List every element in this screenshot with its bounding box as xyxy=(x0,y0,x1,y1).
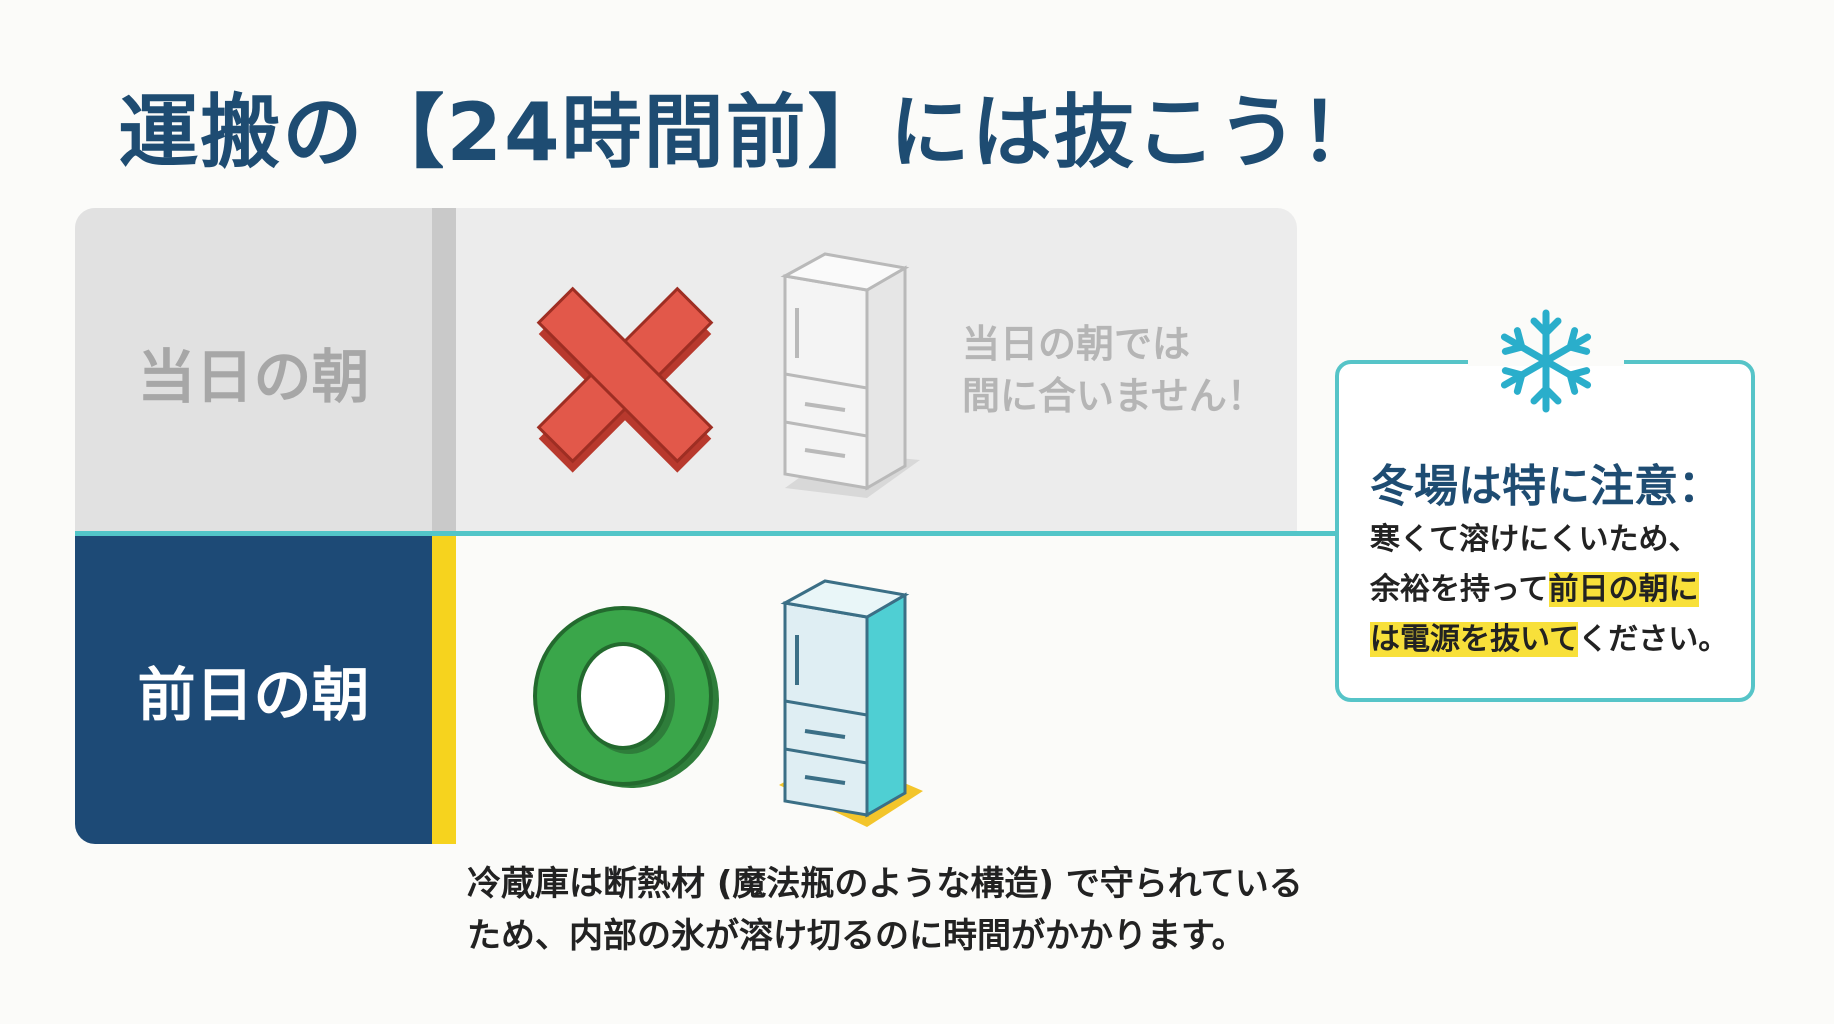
callout-title: 冬場は特に注意： xyxy=(1370,461,1722,512)
row-divider-yellow xyxy=(432,536,456,844)
callout-highlight: は電源を抜いて xyxy=(1370,622,1579,657)
same-day-note-line2: 間に合いません！ xyxy=(962,374,1265,418)
row-divider-gray xyxy=(432,208,456,535)
explanation-text: 冷蔵庫は断熱材 (魔法瓶のような構造) で守られている ため、内部の氷が溶け切る… xyxy=(467,858,1327,962)
callout-line3: は電源を抜いてください。 xyxy=(1370,615,1750,665)
explanation-line1: 冷蔵庫は断熱材 (魔法瓶のような構造) で守られている xyxy=(467,864,1303,904)
page-title: 運搬の【24時間前】には抜こう！ xyxy=(118,86,1382,179)
callout-line1: 寒くて溶けにくいため、 xyxy=(1370,522,1699,557)
row-label-same-day: 当日の朝 xyxy=(75,208,432,535)
winter-callout-box xyxy=(1335,360,1755,702)
callout-line2: 余裕を持って前日の朝に xyxy=(1370,565,1750,615)
row-label-day-before: 前日の朝 xyxy=(75,536,432,844)
fridge-icon xyxy=(780,252,920,498)
same-day-note: 当日の朝では 間に合いません！ xyxy=(962,318,1282,422)
explanation-line2: ため、内部の氷が溶け切るのに時間がかかります。 xyxy=(467,916,1246,956)
callout-line2-text: 余裕を持って xyxy=(1370,572,1549,607)
fridge-icon xyxy=(779,579,923,827)
callout-line3-text: ください。 xyxy=(1578,622,1729,657)
x-mark-icon xyxy=(536,286,714,473)
same-day-note-line1: 当日の朝では xyxy=(962,322,1191,366)
connector-line xyxy=(75,531,1335,536)
circle-mark-icon xyxy=(533,606,719,788)
callout-body: 寒くて溶けにくいため、 余裕を持って前日の朝に は電源を抜いてください。 xyxy=(1370,515,1750,665)
snowflake-icon xyxy=(1500,309,1592,413)
callout-highlight: 前日の朝に xyxy=(1548,572,1699,607)
